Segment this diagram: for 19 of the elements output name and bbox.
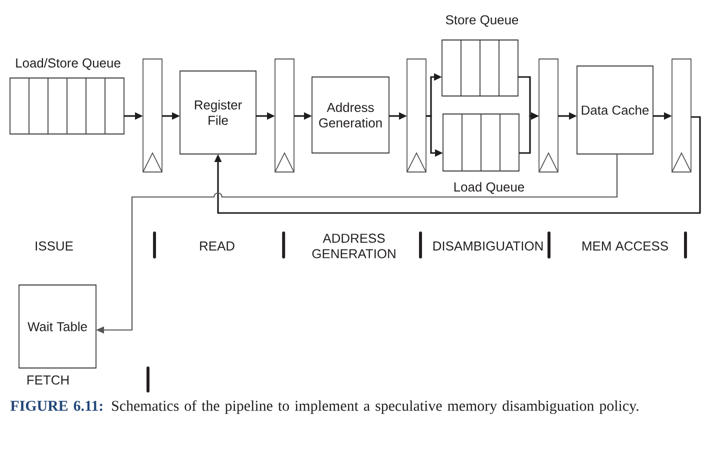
caption: FIGURE 6.11: Schematics of the pipeline to implement a speculative memory disambiguation policy. (10, 400, 638, 414)
arrow (214, 116, 701, 214)
address-unit-box: Address Generation (312, 76, 390, 154)
register-file-box: Register File (180, 70, 256, 154)
pipeline-latch (406, 58, 426, 172)
stage-label: ISSUE (36, 241, 73, 251)
pipeline-latch (538, 58, 558, 172)
stage-label: ADDRESS GENERATION (312, 234, 396, 258)
queue-label: Store Queue (446, 15, 518, 27)
queue-label: Load Queue (454, 182, 524, 194)
stage-label: MEM ACCESS (582, 241, 668, 251)
wait-table-box: Wait Table (18, 284, 96, 368)
pipeline-latch (672, 58, 692, 172)
stage-label: DISAMBIGUATION (433, 241, 543, 251)
stage-label: READ (200, 242, 234, 250)
pipeline-latch (142, 58, 162, 172)
queue-label: Load/Store Queue (16, 58, 120, 70)
pipeline-latch (274, 58, 294, 172)
data-cache-box: Data Cache (576, 66, 654, 154)
